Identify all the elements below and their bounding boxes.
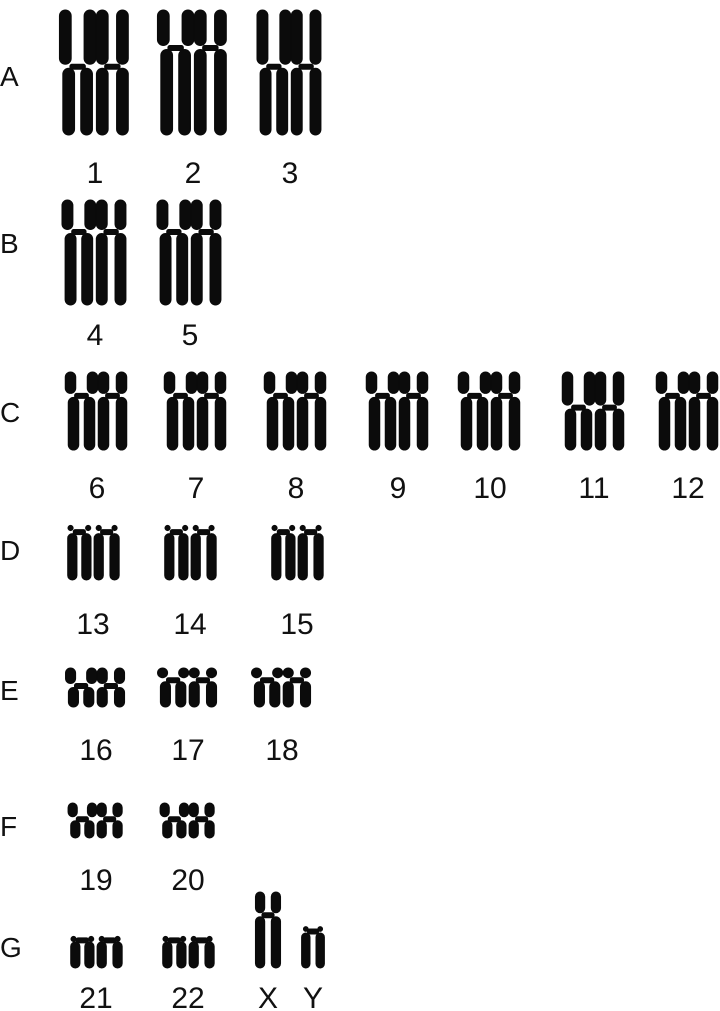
pair-number-7: 7	[188, 472, 205, 505]
pair-number-1: 1	[87, 157, 104, 190]
pair-number-11: 11	[578, 472, 609, 505]
group-label-a: A	[0, 61, 19, 92]
pair-number-16: 16	[79, 734, 112, 767]
pair-number-18: 18	[265, 734, 298, 767]
chromosome-pair-15	[272, 525, 323, 580]
group-label-g: G	[0, 932, 22, 963]
chromosome-x	[255, 892, 280, 968]
chromosome-pair-17	[158, 668, 217, 707]
chromosome-y	[302, 927, 325, 968]
pair-number-17: 17	[171, 734, 204, 767]
group-label-b: B	[0, 228, 19, 259]
chromosome-pair-18	[252, 668, 311, 707]
pair-number-19: 19	[79, 864, 112, 897]
chromosome-pair-3	[257, 10, 321, 135]
pair-number-5: 5	[182, 319, 199, 352]
chromosome-pair-4	[62, 200, 126, 305]
pair-number-8: 8	[288, 472, 305, 505]
chromosome-pair-1	[59, 10, 128, 135]
pair-number-13: 13	[76, 608, 109, 641]
chromosome-pair-20	[160, 803, 214, 838]
pair-number-10: 10	[473, 472, 506, 505]
pair-number-20: 20	[171, 864, 204, 897]
group-label-d: D	[0, 535, 20, 566]
chromosome-pair-21	[71, 936, 122, 968]
pair-number-15: 15	[280, 608, 313, 641]
chromosome-pair-14	[165, 525, 216, 580]
chromosome-pair-9	[366, 372, 428, 450]
pair-number-12: 12	[671, 472, 704, 505]
chromosome-pair-5	[157, 200, 221, 305]
pair-number-14: 14	[173, 608, 206, 641]
chromosome-pair-7	[164, 372, 226, 450]
sex-chromosome-y-label: Y	[303, 982, 323, 1011]
pair-number-6: 6	[89, 472, 106, 505]
pair-number-22: 22	[171, 982, 204, 1011]
group-label-e: E	[0, 675, 19, 706]
pair-number-3: 3	[282, 157, 299, 190]
group-label-c: C	[0, 397, 20, 428]
group-label-f: F	[0, 811, 17, 842]
chromosome-pair-16	[66, 668, 125, 707]
chromosome-pair-10	[458, 372, 520, 450]
chromosome-pair-12	[656, 372, 718, 450]
pair-number-9: 9	[390, 472, 407, 505]
chromosome-pair-6	[65, 372, 127, 450]
chromosome-pair-8	[264, 372, 326, 450]
pair-number-4: 4	[87, 319, 104, 352]
pair-number-21: 21	[79, 982, 112, 1011]
chromosome-pair-22	[163, 936, 214, 968]
sex-chromosome-x-label: X	[258, 982, 278, 1011]
pair-number-2: 2	[185, 157, 202, 190]
chromosome-pair-19	[68, 803, 122, 838]
chromosome-pair-13	[68, 525, 119, 580]
chromosome-pair-11	[562, 372, 624, 450]
chromosome-pair-2	[157, 10, 226, 135]
